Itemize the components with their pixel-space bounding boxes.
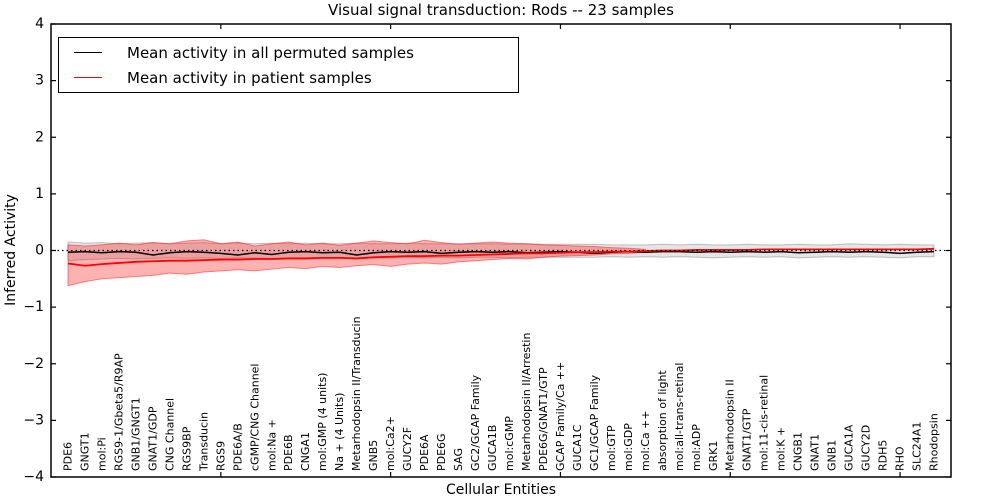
x-category-label: GC2/GCAP Family <box>469 374 482 471</box>
x-category-label: absorption of light <box>656 370 669 471</box>
x-category-label: GUCY2D <box>860 425 873 471</box>
x-category-label: RHO <box>894 446 907 471</box>
x-category-label: RGS9BP <box>180 426 193 471</box>
x-category-label: GUCA1A <box>843 424 856 471</box>
x-category-label: RGS9-1/Gbeta5/R9AP <box>112 353 125 471</box>
x-category-label: mol:K + <box>775 427 788 471</box>
x-category-label: PDE6G <box>435 433 448 471</box>
x-category-label: GNB1/GNGT1 <box>129 397 142 471</box>
patient-line-swatch <box>74 77 102 78</box>
patient-samples-range-band <box>67 239 646 287</box>
x-category-label: SLC24A1 <box>911 422 924 471</box>
y-tick-label: 1 <box>35 186 44 202</box>
x-category-label: RDH5 <box>877 440 890 471</box>
y-tick-label: −3 <box>23 412 44 428</box>
permuted-line-swatch <box>74 52 102 53</box>
x-category-label: GNGT1 <box>78 432 91 471</box>
legend-label-patient: Mean activity in patient samples <box>127 68 372 87</box>
patient-mean-line <box>67 247 935 267</box>
x-category-label: Rhodopsin <box>928 413 941 471</box>
x-axis-label: Cellular Entities <box>445 482 557 498</box>
x-category-label: Metarhodopsin II <box>724 379 737 471</box>
x-category-label: GRK1 <box>707 441 720 471</box>
x-category-label: GNAT1/GTP <box>741 408 754 471</box>
y-tick-label: −4 <box>23 469 44 485</box>
y-tick-label: 2 <box>35 129 44 145</box>
x-category-label: Metarhodopsin II/Transducin <box>350 316 363 471</box>
x-category-label: GNAT1 <box>809 434 822 471</box>
x-category-label: CNGB1 <box>792 432 805 471</box>
x-category-label: PDE6B <box>282 434 295 471</box>
y-tick-label: 4 <box>35 16 44 32</box>
legend-label-permuted: Mean activity in all permuted samples <box>127 43 414 62</box>
x-category-label: mol:cGMP <box>503 416 516 471</box>
x-category-label: RGS9 <box>214 441 227 471</box>
y-tick-label: −1 <box>23 299 44 315</box>
x-category-label: cGMP/CNG Channel <box>248 364 261 472</box>
x-category-label: Na + (4 Units) <box>333 393 346 471</box>
x-category-label: mol:GTP <box>605 425 618 471</box>
x-category-label: CNGA1 <box>299 432 312 471</box>
x-category-label: CNG Channel <box>163 398 176 471</box>
x-category-label: GNB1 <box>826 440 839 471</box>
chart-title: Visual signal transduction: Rods -- 23 s… <box>328 1 674 19</box>
y-axis-label: Inferred Activity <box>3 194 19 306</box>
x-category-label: SAG <box>452 448 465 471</box>
x-category-label: mol:Na + <box>265 419 278 471</box>
y-tick-label: 0 <box>35 243 44 259</box>
x-category-label: PDE6G/GNAT1/GTP <box>537 367 550 471</box>
x-category-label: GUCA1C <box>571 424 584 471</box>
legend-item-permuted: Mean activity in all permuted samples <box>59 40 518 65</box>
x-category-label: mol:Ca ++ <box>639 410 652 471</box>
x-category-label: Metarhodopsin II/Arrestin <box>520 333 533 471</box>
x-category-label: mol:ADP <box>690 424 703 471</box>
x-category-label: GUCA1B <box>486 425 499 471</box>
x-category-label: PDE6A/B <box>231 423 244 471</box>
x-category-label: mol:Pi <box>95 437 108 471</box>
x-category-label: mol:11-cis-retinal <box>758 375 771 471</box>
legend-item-patient: Mean activity in patient samples <box>59 65 518 90</box>
x-category-label: mol:Ca2+ <box>384 416 397 471</box>
x-category-label: PDE6 <box>61 442 74 471</box>
x-category-label: GC1/GCAP Family <box>588 374 601 471</box>
x-category-label: Transducin <box>197 412 210 472</box>
x-category-label: mol:GDP <box>622 423 635 471</box>
x-category-label: GCAP Family/Ca ++ <box>554 362 567 471</box>
y-tick-label: 3 <box>35 73 44 89</box>
legend: Mean activity in all permuted samples Me… <box>58 37 519 93</box>
x-category-label: GNB5 <box>367 440 380 471</box>
x-category-label: mol:all-trans-retinal <box>673 363 686 471</box>
x-category-label: GUCY2F <box>401 427 414 471</box>
x-category-label: GNAT1/GDP <box>146 406 159 471</box>
x-category-label: mol:GMP (4 units) <box>316 373 329 471</box>
permuted-mean-line <box>67 250 935 256</box>
y-tick-label: −2 <box>23 356 44 372</box>
x-category-label: PDE6A <box>418 434 431 471</box>
